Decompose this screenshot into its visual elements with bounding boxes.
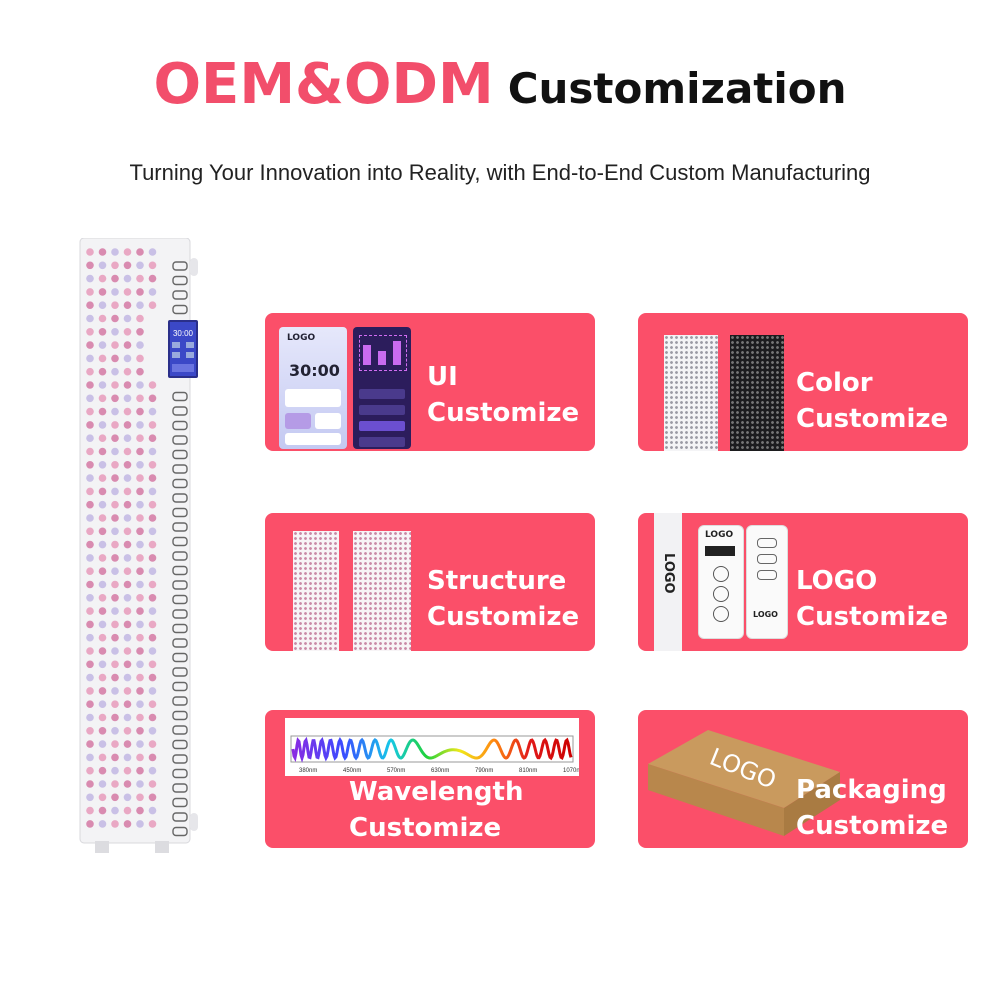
spectrum-tick-label: 1070nm bbox=[563, 768, 579, 774]
white-panel-thumb bbox=[664, 335, 718, 451]
remote-thumb-2: LOGO bbox=[746, 525, 788, 639]
card-ui-title: UI Customize bbox=[427, 362, 580, 428]
spectrum-thumb: 380nm 450nm 570nm 630nm 790nm 810nm 1070nm bbox=[285, 718, 585, 776]
card-color-title: Color Customize bbox=[796, 368, 949, 434]
card-logo-customize: LOGO LOGO LOGO LOGO Customize bbox=[638, 513, 968, 651]
card-logo-title: LOGO Customize bbox=[796, 566, 949, 632]
card-packaging-title: Packaging Customize bbox=[796, 775, 949, 841]
box-thumb: LOGO bbox=[644, 720, 844, 840]
black-panel-thumb bbox=[730, 335, 784, 451]
card-wavelength-customize: 380nm 450nm 570nm 630nm 790nm 810nm 1070nm Wav… bbox=[265, 710, 595, 848]
title-accent: OEM&ODM bbox=[153, 52, 494, 117]
narrow-panel-thumb bbox=[293, 531, 339, 651]
spectrum-tick-label: 790nm bbox=[475, 768, 493, 774]
title-rest: Customization bbox=[507, 64, 847, 113]
card-wavelength-title: Wavelength Customize bbox=[349, 777, 524, 843]
spectrum-tick-label: 570nm bbox=[387, 768, 405, 774]
remote-thumb-1: LOGO bbox=[698, 525, 744, 639]
page-title: OEM&ODM Customization bbox=[0, 52, 1000, 117]
panel-side-thumb: LOGO bbox=[654, 513, 682, 651]
page-subtitle: Turning Your Innovation into Reality, wi… bbox=[129, 160, 871, 185]
card-color-customize: Color Customize bbox=[638, 313, 968, 451]
red-light-panel-image: 30:00 bbox=[70, 238, 210, 858]
spectrum-tick-label: 810nm bbox=[519, 768, 537, 774]
ui-thumb-time: 30:00 bbox=[289, 361, 340, 380]
card-structure-customize: Structure Customize bbox=[265, 513, 595, 651]
device-screen-time: 30:00 bbox=[173, 329, 194, 338]
ui-screen-thumb-1: LOGO 30:00 bbox=[279, 327, 347, 449]
wide-panel-thumb bbox=[353, 531, 411, 651]
card-packaging-customize: LOGO Packaging Customize bbox=[638, 710, 968, 848]
spectrum-tick-label: 630nm bbox=[431, 768, 449, 774]
card-structure-title: Structure Customize bbox=[427, 566, 580, 632]
ui-thumb-logo: LOGO bbox=[287, 333, 316, 343]
spectrum-tick-label: 450nm bbox=[343, 768, 361, 774]
card-ui-customize: LOGO 30:00 UI Customize bbox=[265, 313, 595, 451]
ui-screen-thumb-2 bbox=[353, 327, 411, 449]
spectrum-tick-label: 380nm bbox=[299, 768, 317, 774]
